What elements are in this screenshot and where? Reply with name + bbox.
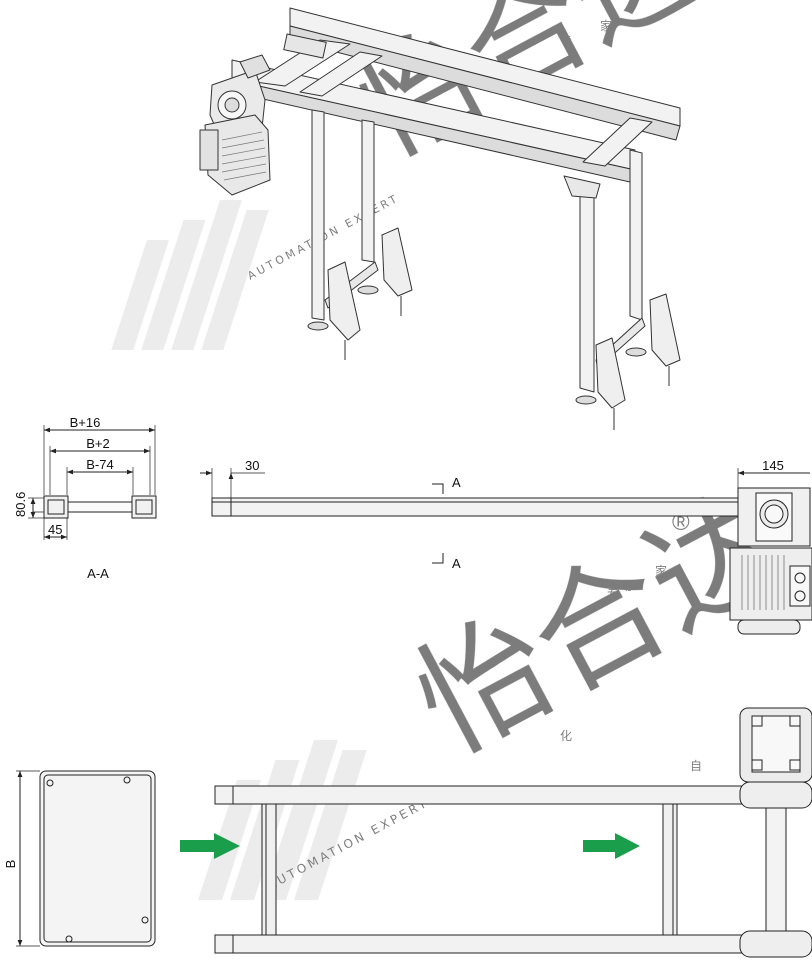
section-mark-bottom [432, 553, 444, 564]
plan-rail-top [214, 785, 746, 805]
dim-drive-length-label: 145 [762, 458, 784, 473]
foot-bracket-right-1 [595, 337, 626, 409]
leg-left-front [311, 109, 325, 321]
watermark-logo-top [111, 200, 269, 350]
foot-bracket-left-2 [381, 227, 413, 297]
leg-right-back [629, 149, 643, 321]
section-view-a-a [28, 425, 157, 540]
plan-crossbar-1 [261, 803, 277, 936]
watermark-char-2: 家 [600, 18, 612, 33]
section-title: A-A [87, 566, 109, 581]
belt-section [67, 501, 133, 513]
watermark-char-6: 专 [607, 586, 619, 601]
flow-arrow-out-icon [583, 833, 640, 859]
watermark-char-1: 专 [560, 33, 572, 48]
watermark-char-3: 自 [690, 759, 702, 773]
foot-bracket-right-2 [649, 293, 681, 367]
motor [204, 114, 271, 196]
isometric-conveyor-view [199, 7, 681, 430]
dim-profile-width-label: 45 [48, 522, 62, 537]
flow-arrow-in-icon [180, 833, 240, 859]
dim-outer-width-label: B+16 [70, 415, 101, 430]
plan-drive-shaft [765, 807, 787, 932]
plan-view [16, 707, 812, 958]
dim-end-offset-label: 30 [245, 458, 259, 473]
section-mark-top-label: A [452, 475, 461, 490]
section-mark-bottom-label: A [452, 556, 461, 571]
dim-height-label: 80.6 [13, 492, 28, 517]
leg-left-back [361, 119, 375, 263]
plan-rail-bottom [214, 934, 746, 954]
dim-inner-width-label: B-74 [86, 457, 113, 472]
side-view [200, 468, 812, 635]
plan-pulley-top [739, 781, 812, 809]
plan-crossbar-2 [662, 803, 678, 936]
dim-plan-width-label: B [3, 860, 18, 869]
watermark-char-7: 家 [655, 563, 667, 578]
side-rail [211, 497, 741, 517]
dim-mid-width-label: B+2 [86, 436, 110, 451]
plan-pulley-bottom [739, 930, 812, 958]
section-mark-top [432, 483, 444, 494]
cross-member-end [582, 117, 653, 167]
foot-bracket-left-1 [327, 261, 361, 341]
watermark-char-4: 动 [620, 579, 632, 593]
leg-right-front [579, 179, 595, 393]
workpiece-pallet [39, 770, 156, 947]
cross-member-drive [254, 39, 351, 87]
watermark-char-5: 化 [560, 729, 572, 743]
